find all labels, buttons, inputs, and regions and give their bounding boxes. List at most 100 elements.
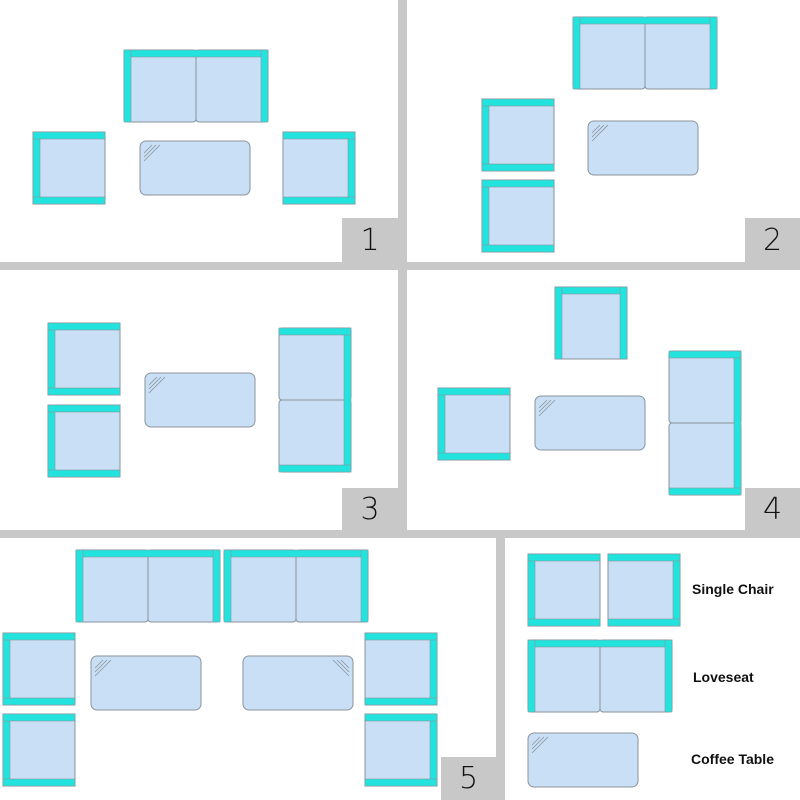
loveseat-cushion bbox=[278, 327, 352, 401]
loveseat bbox=[527, 639, 673, 713]
single-chair bbox=[364, 632, 438, 706]
chair-cushion bbox=[437, 387, 511, 461]
arm-left bbox=[223, 549, 232, 623]
single-chair bbox=[364, 713, 438, 787]
arm-bottom bbox=[32, 196, 106, 205]
arm-bottom bbox=[2, 778, 76, 787]
glass-glare-line bbox=[591, 124, 605, 138]
layout-number-2: 2 bbox=[745, 218, 800, 262]
single-chair bbox=[47, 404, 121, 478]
chair-cushion bbox=[2, 632, 76, 706]
single-chair bbox=[437, 387, 511, 461]
arm-left bbox=[2, 632, 11, 706]
loveseat bbox=[278, 327, 352, 473]
arm-left bbox=[47, 404, 56, 478]
glass-glare-line bbox=[332, 659, 350, 677]
arm-top bbox=[2, 632, 76, 641]
loveseat-cushion bbox=[599, 639, 673, 713]
layout-panel-1 bbox=[0, 0, 398, 262]
arm-bottom bbox=[364, 778, 438, 787]
arm-left bbox=[481, 179, 490, 253]
loveseat-cushion bbox=[223, 549, 297, 623]
arm-top bbox=[364, 632, 438, 641]
arm-top bbox=[364, 713, 438, 722]
arm-left bbox=[554, 286, 563, 360]
table-top bbox=[534, 395, 646, 451]
coffee-table bbox=[139, 140, 251, 196]
arm-top bbox=[278, 327, 352, 336]
glass-glare-line bbox=[531, 736, 541, 746]
single-chair bbox=[527, 553, 601, 627]
glass-glare-line bbox=[94, 659, 104, 669]
loveseat-cushion bbox=[668, 350, 742, 424]
loveseat-cushion bbox=[668, 422, 742, 496]
arm-top bbox=[123, 49, 269, 58]
arm-top bbox=[668, 350, 742, 359]
coffee-table bbox=[527, 732, 639, 788]
glass-glare-line bbox=[591, 124, 609, 142]
glass-glare-line bbox=[340, 659, 350, 669]
chair-cushion bbox=[554, 286, 628, 360]
table-top bbox=[587, 120, 699, 176]
arm-left bbox=[437, 387, 446, 461]
loveseat-cushion bbox=[278, 399, 352, 473]
arm-top bbox=[527, 639, 673, 648]
single-chair bbox=[607, 553, 681, 627]
loveseat bbox=[572, 16, 718, 90]
glass-glare-line bbox=[148, 376, 158, 386]
arm-right bbox=[360, 549, 369, 623]
arm-right bbox=[347, 131, 356, 205]
arm-bottom bbox=[47, 469, 121, 478]
chair-cushion bbox=[607, 553, 681, 627]
layout-number-5: 5 bbox=[441, 757, 496, 800]
chair-cushion bbox=[47, 404, 121, 478]
glass-glare-line bbox=[336, 659, 350, 673]
arm-right bbox=[260, 49, 269, 123]
single-chair bbox=[481, 98, 555, 172]
loveseat-cushion bbox=[147, 549, 221, 623]
loveseat-cushion bbox=[75, 549, 149, 623]
coffee-table bbox=[242, 655, 354, 711]
arm-right bbox=[343, 327, 352, 473]
arm-bottom bbox=[282, 196, 356, 205]
loveseat bbox=[668, 350, 742, 496]
single-chair bbox=[481, 179, 555, 253]
single-chair bbox=[2, 632, 76, 706]
loveseat-cushion bbox=[527, 639, 601, 713]
arm-left bbox=[2, 713, 11, 787]
table-top bbox=[242, 655, 354, 711]
chair-cushion bbox=[32, 131, 106, 205]
chair-cushion bbox=[364, 632, 438, 706]
glass-glare-line bbox=[143, 144, 157, 158]
glass-glare-line bbox=[591, 124, 601, 134]
arm-top bbox=[572, 16, 718, 25]
arm-bottom bbox=[2, 697, 76, 706]
loveseat bbox=[75, 549, 221, 623]
arm-top bbox=[75, 549, 221, 558]
table-top bbox=[139, 140, 251, 196]
layout-number-4: 4 bbox=[745, 488, 800, 530]
single-chair bbox=[554, 286, 628, 360]
glass-glare-line bbox=[531, 736, 545, 750]
arm-top bbox=[607, 553, 681, 562]
arm-right bbox=[733, 350, 742, 496]
legend-label-loveseat: Loveseat bbox=[693, 669, 754, 685]
arm-right bbox=[664, 639, 673, 713]
coffee-table bbox=[144, 372, 256, 428]
legend-label-coffee-table: Coffee Table bbox=[691, 751, 774, 767]
coffee-table bbox=[534, 395, 646, 451]
arm-right bbox=[672, 553, 681, 627]
arm-left bbox=[47, 322, 56, 396]
loveseat-cushion bbox=[123, 49, 197, 123]
glass-glare-line bbox=[94, 659, 108, 673]
arm-bottom bbox=[364, 697, 438, 706]
loveseat-cushion bbox=[644, 16, 718, 90]
arm-bottom bbox=[481, 163, 555, 172]
arm-right bbox=[429, 713, 438, 787]
arm-top bbox=[481, 179, 555, 188]
arm-left bbox=[123, 49, 132, 123]
glass-glare-line bbox=[94, 659, 112, 677]
chair-cushion bbox=[364, 713, 438, 787]
arm-right bbox=[709, 16, 718, 90]
